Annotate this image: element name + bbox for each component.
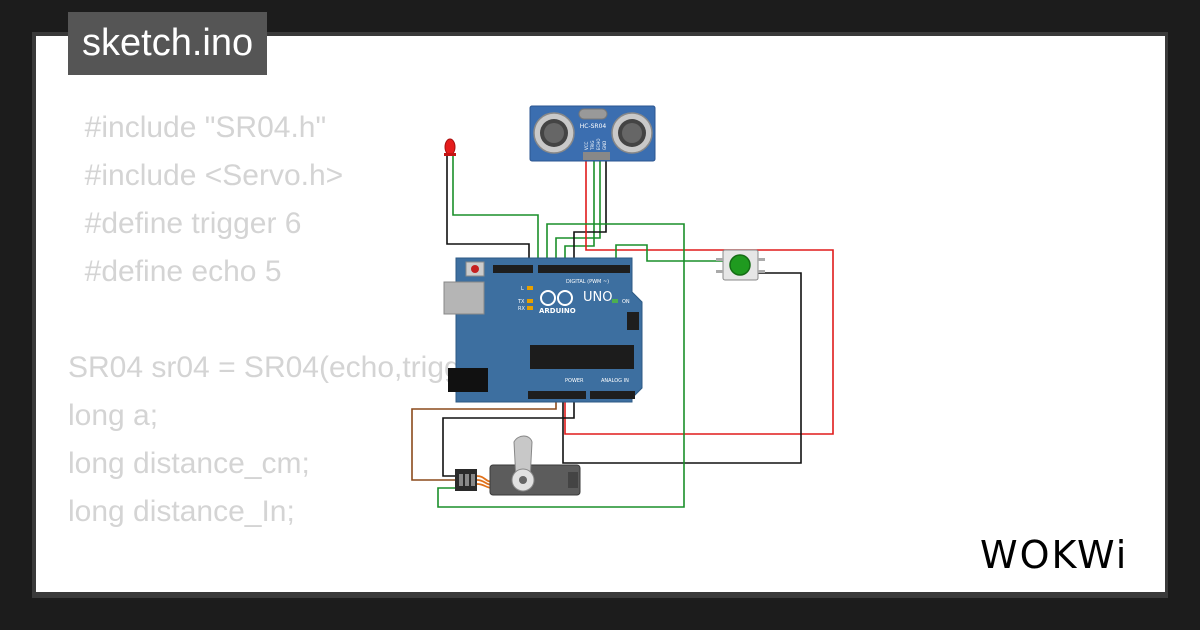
code-line: Servo myservo; // Erstellen des Servoobj… [68, 584, 682, 592]
arduino-uno-board[interactable]: UNO ARDUINO DIGITAL (PWM ~) POWER ANALOG… [443, 257, 643, 403]
servo-motor[interactable] [455, 435, 581, 496]
file-tab[interactable]: sketch.ino [68, 12, 268, 75]
code-line: #include <Servo.h> [68, 159, 344, 192]
sensor-pin-label: VCC [584, 141, 589, 150]
wire-button-signal [615, 244, 723, 262]
wire-led-to-gnd [446, 156, 530, 258]
digital-label: DIGITAL (PWM ~) [566, 279, 609, 285]
board-brand: ARDUINO [539, 307, 576, 315]
on-label: ON [622, 299, 630, 305]
code-line: #define trigger 6 [68, 207, 302, 240]
wire-sensor-vcc [564, 160, 834, 435]
svg-text:WOKWi: WOKWi [980, 533, 1128, 577]
wires [411, 156, 834, 508]
code-line: long distance_cm; [68, 447, 310, 480]
code-line: long a; [68, 399, 159, 432]
sensor-pin-label: GND [602, 141, 607, 150]
atmega-chip [530, 345, 634, 369]
arduino-logo-icon [540, 290, 573, 306]
code-line: #define echo 5 [68, 255, 282, 288]
code-line: #include "SR04.h" [68, 111, 327, 144]
digital-header-right [538, 265, 630, 273]
red-led[interactable] [444, 138, 456, 156]
ultrasonic-sensor[interactable]: HC-SR04 VCC TRIG ECHO GND [529, 105, 656, 162]
board-model: UNO [583, 290, 612, 305]
push-button[interactable] [716, 249, 765, 281]
analog-header [590, 391, 635, 399]
wire-servo-pwm [437, 223, 685, 508]
button-cap[interactable] [729, 254, 751, 276]
code-line: long distance_In; [68, 495, 295, 528]
l-label: L [521, 286, 524, 292]
sensor-label: HC-SR04 [580, 123, 607, 130]
sensor-pin-label: ECHO [596, 139, 601, 150]
rx-label: RX [518, 306, 525, 312]
wire-echo [564, 160, 595, 258]
code-preview: #include "SR04.h" #include <Servo.h> #de… [68, 104, 682, 592]
tx-label: TX [517, 299, 525, 305]
power-header [528, 391, 586, 399]
wire-sensor-gnd [573, 160, 607, 258]
wire-led-to-pin13 [452, 156, 539, 258]
digital-header-left [493, 265, 533, 273]
wire-servo-vcc [411, 398, 557, 481]
reset-button[interactable] [471, 265, 479, 273]
power-jack [448, 368, 488, 392]
wire-trig [555, 160, 601, 258]
wire-servo-gnd [442, 398, 575, 477]
wokwi-logo: WOKWi [980, 533, 1128, 577]
analog-label: ANALOG IN [601, 378, 629, 384]
sensor-pin-label: TRIG [590, 140, 595, 151]
wire-button-gnd [562, 272, 802, 464]
usb-connector [443, 281, 485, 315]
power-label: POWER [565, 378, 584, 384]
